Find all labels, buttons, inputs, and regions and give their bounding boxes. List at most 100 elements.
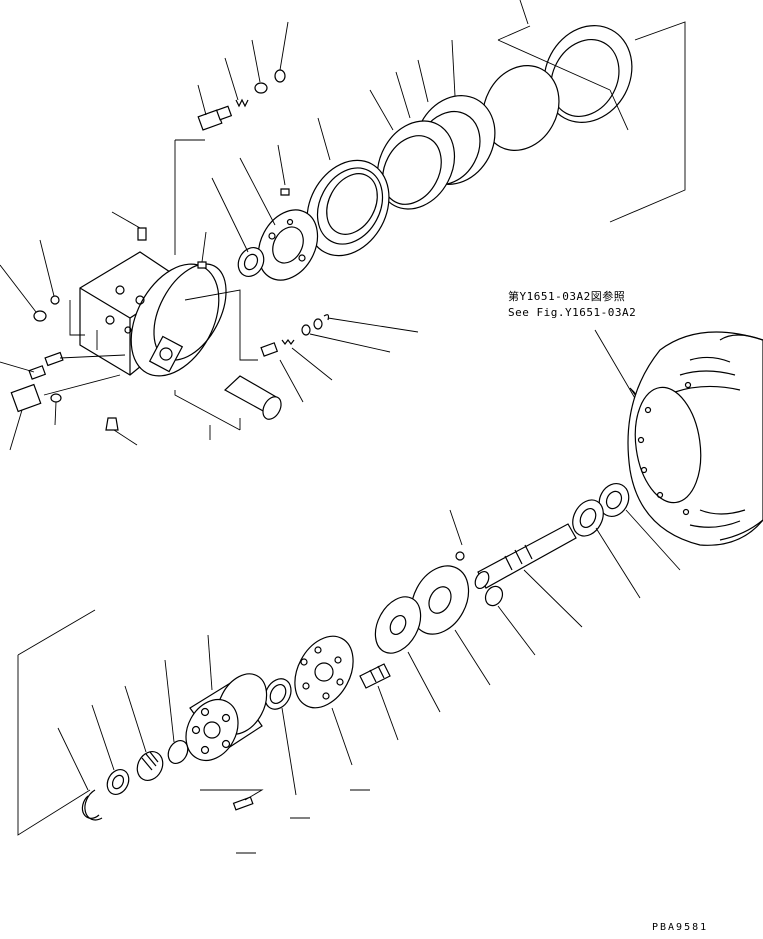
hub-bolt-2 [639, 438, 644, 443]
small-plug [456, 552, 464, 560]
lower-assembly [82, 478, 634, 820]
motor-housing [80, 249, 285, 422]
snap-ring [85, 790, 102, 820]
leader-l6 [455, 630, 490, 685]
retainer-hole-3 [337, 679, 343, 685]
spool-cap [275, 70, 285, 82]
drive-shaft [478, 524, 576, 588]
swash-plate-hole [425, 583, 456, 617]
hub-bolt-6 [686, 383, 691, 388]
lower-leaders [18, 510, 680, 853]
leader-2 [40, 240, 54, 296]
leader-21 [396, 72, 410, 118]
check-plug [261, 343, 277, 356]
leader-22 [418, 60, 428, 102]
spool-spring [236, 100, 248, 106]
spline-collar-hole [577, 506, 599, 530]
guide-pin [234, 797, 253, 810]
retainer-hole-2 [335, 657, 341, 663]
thrust-washer-hole [387, 613, 409, 637]
reference-note-en: See Fig.Y1651-03A2 [508, 306, 636, 319]
leader-8 [114, 430, 137, 445]
top-rings-group [198, 10, 648, 290]
gear-plate [469, 52, 574, 164]
retainer-hole-4 [323, 693, 329, 699]
valve-plate [247, 200, 329, 291]
bracket-housing-right [185, 290, 258, 360]
retainer-hole-6 [301, 659, 307, 665]
leader-1 [0, 265, 36, 312]
leader-25 [225, 58, 238, 100]
leader-28 [520, 0, 528, 24]
housing-leaders [0, 0, 628, 450]
leader-l9 [332, 708, 352, 765]
leader-19 [318, 118, 330, 160]
hub-fins [675, 357, 745, 527]
leader-l11 [208, 635, 212, 690]
valve-plate-hole [267, 222, 310, 269]
cylinder-bore-1 [202, 709, 209, 716]
valve-plate-port-2 [299, 255, 305, 261]
leader-15 [328, 318, 418, 332]
outer-ring-a-inner [538, 28, 632, 129]
cylinder-bore-center [204, 722, 220, 738]
left-small-parts [11, 228, 328, 430]
bracket-lower-pin [200, 790, 262, 800]
check-ball [302, 325, 310, 335]
plug-a [34, 311, 46, 321]
leader-13 [292, 348, 332, 380]
check-seat [314, 319, 322, 329]
leader-20 [370, 90, 393, 130]
hub-bolt-5 [684, 510, 689, 515]
leader-26 [252, 40, 260, 82]
top-group-bracket [175, 22, 685, 255]
sprocket-hub [628, 332, 763, 545]
leader-10 [60, 355, 125, 358]
bearing-ring-core [317, 165, 388, 243]
hub-body [628, 332, 763, 545]
check-spring [282, 340, 294, 344]
bracket-lower-left [18, 610, 95, 835]
bracket-left-b [70, 300, 85, 335]
cylinder-bore-3 [223, 741, 230, 748]
swash-plate [400, 556, 480, 644]
reference-arrow-line [595, 330, 636, 400]
spool-ring [255, 83, 267, 93]
leader-l13 [125, 686, 146, 752]
seal-ring-small-inner [267, 682, 289, 706]
leader-24 [198, 85, 206, 115]
leader-16 [212, 178, 248, 252]
lock-nut [594, 478, 635, 521]
leader-l14 [92, 705, 114, 770]
ball-guide-rings [370, 666, 384, 682]
bracket-left-a [175, 140, 205, 255]
leader-l10 [282, 708, 296, 795]
ball-guide [360, 664, 390, 688]
spring-washer [103, 766, 133, 798]
reference-note-jp: 第Y1651-03A2図参照 [508, 289, 625, 303]
drawing-code: PBA9581 [652, 922, 708, 933]
spline-collar [567, 495, 610, 542]
leader-3 [112, 212, 140, 228]
leader-l15 [58, 728, 88, 790]
port-2 [136, 296, 144, 304]
cylinder-bore-2 [223, 715, 230, 722]
cylinder-spring-coils [142, 752, 158, 770]
leader-l8 [378, 686, 398, 740]
pin-small [198, 262, 206, 268]
drive-shaft-end [472, 569, 491, 591]
plug-d [106, 418, 118, 430]
plug-c [51, 394, 61, 402]
plug-e [138, 228, 146, 240]
fitting-b [29, 366, 45, 379]
leader-l4 [498, 606, 535, 655]
shim [164, 737, 191, 767]
spring-washer-hole [110, 773, 125, 790]
leader-l2 [596, 528, 640, 598]
hub-edges [720, 335, 763, 540]
leader-6 [10, 410, 22, 450]
leader-l1 [626, 510, 680, 570]
plug-b [51, 296, 59, 304]
seal-ring-c-inner [371, 126, 452, 215]
cylinder-bore-4 [202, 747, 209, 754]
